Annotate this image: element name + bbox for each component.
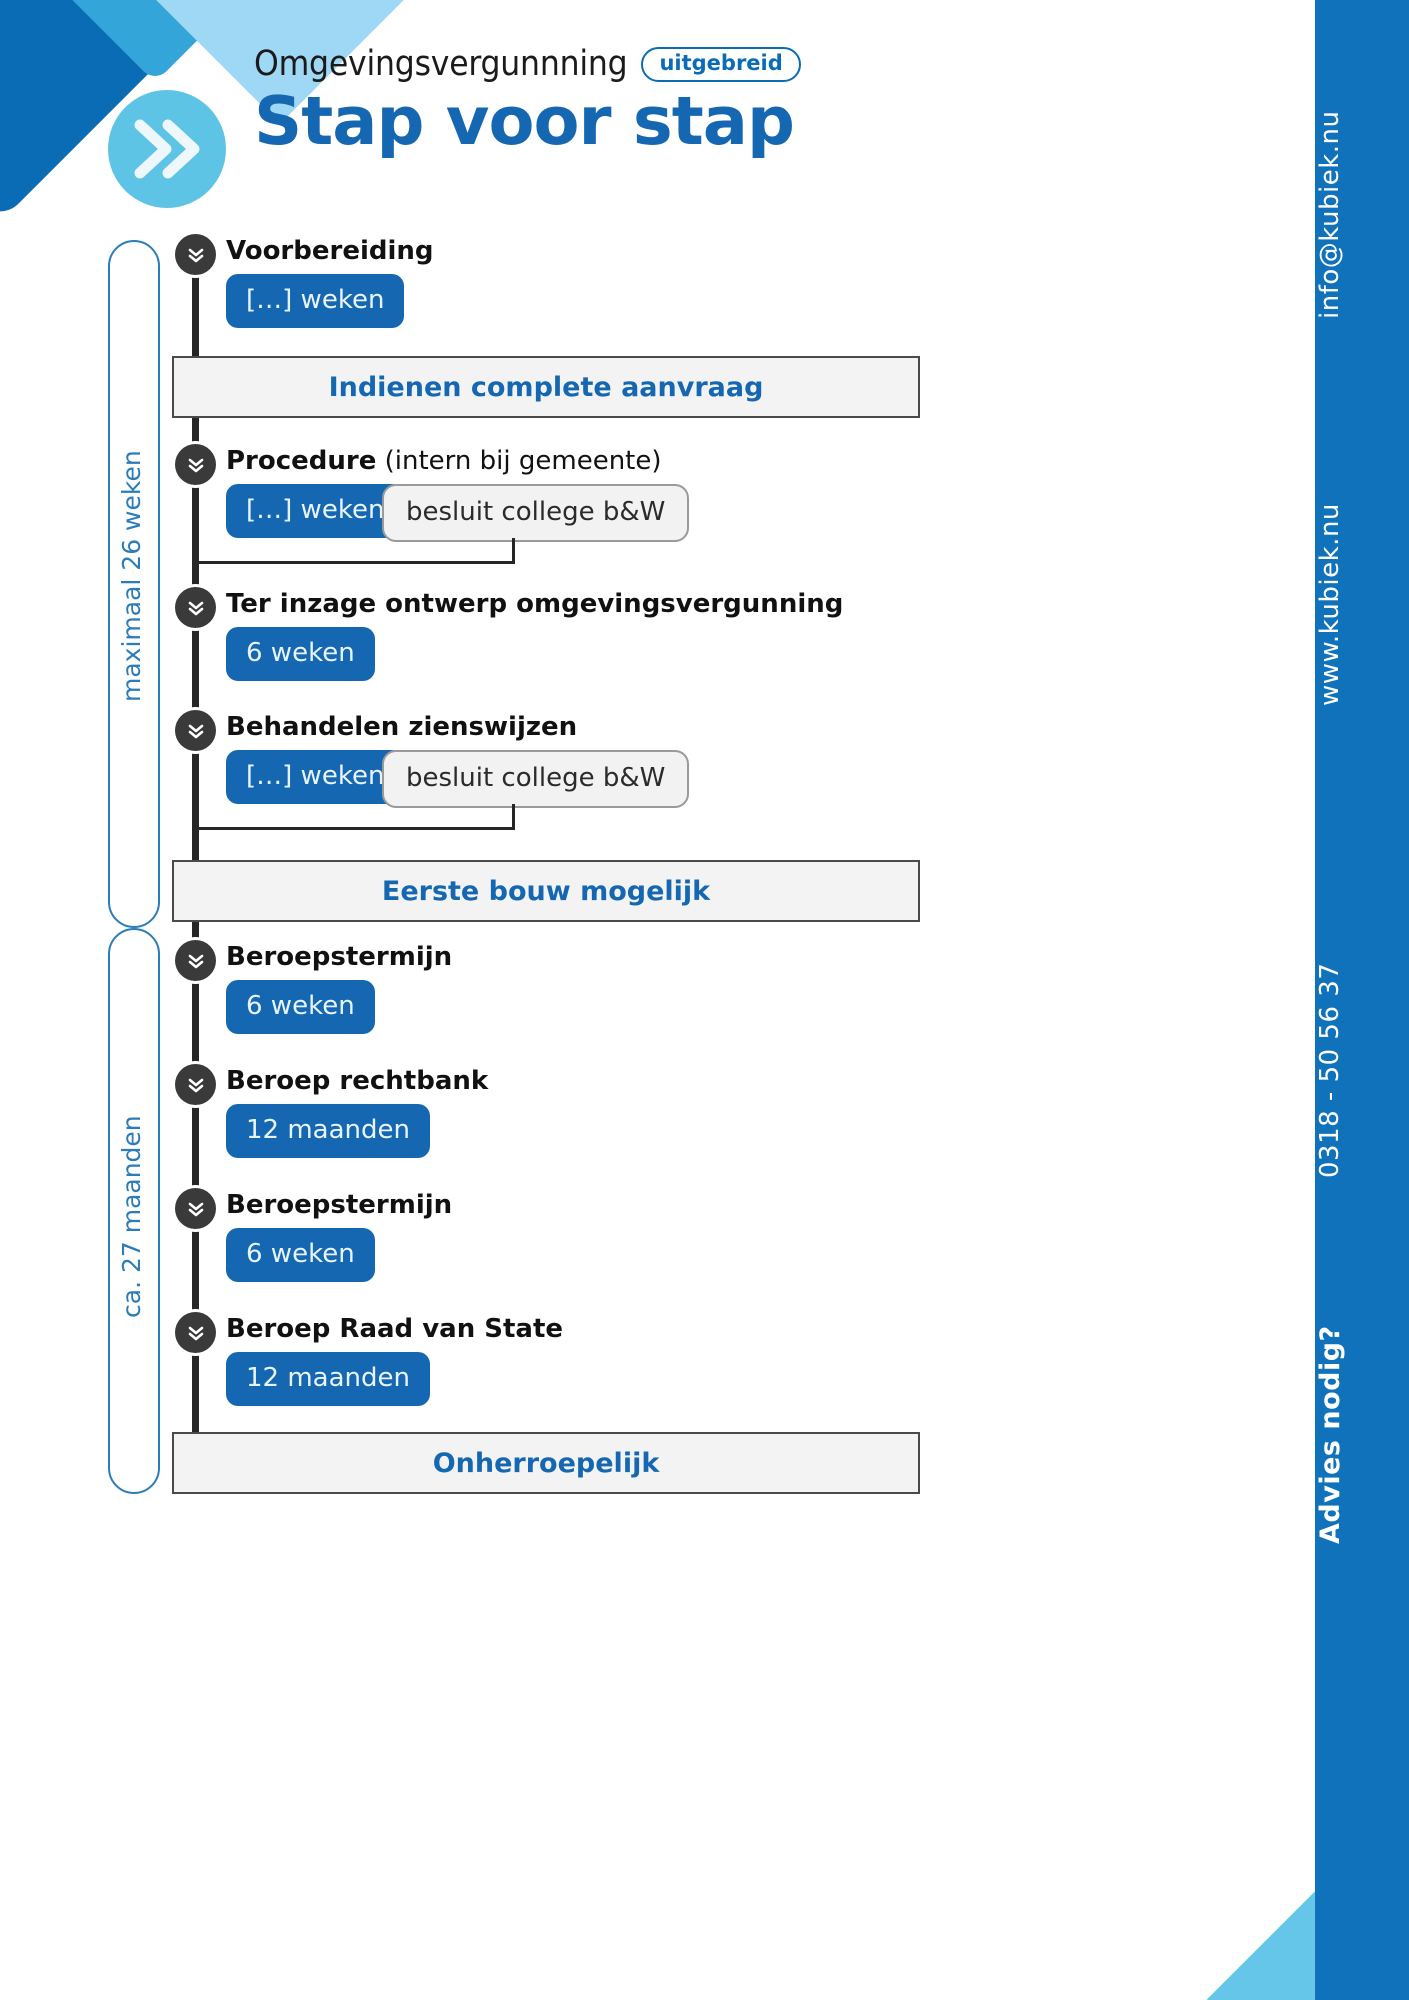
page-header: Omgevingsvergunnning uitgebreid Stap voo… [254, 44, 1054, 156]
step-title-1: Voorbereiding [226, 236, 434, 266]
step-title-8: Beroep Raad van State [226, 1314, 563, 1344]
double-chevron-down-icon [188, 954, 203, 968]
step-title-4: Behandelen zienswijzen [226, 712, 577, 742]
double-chevron-down-icon [188, 248, 203, 262]
step-note-4: besluit college b&W [382, 750, 690, 808]
step-connector-2 [195, 538, 515, 566]
double-chevron-right-icon [130, 117, 204, 181]
sidebar-email[interactable]: info@kubiek.nu [1315, 110, 1345, 320]
step-duration-7: 6 weken [226, 1228, 375, 1282]
milestone-banner-3: Onherroepelijk [172, 1432, 920, 1494]
step-title-7: Beroepstermijn [226, 1190, 452, 1220]
step-title-note-2: (intern bij gemeente) [384, 446, 662, 476]
step-title-main-4: Behandelen zienswijzen [226, 712, 578, 742]
double-chevron-down-icon [188, 1078, 203, 1092]
phase-label-2: ca. 27 maanden [117, 1115, 146, 1318]
step-duration-1: […] weken [226, 274, 405, 328]
milestone-banner-1: Indienen complete aanvraag [172, 356, 920, 418]
step-duration-2: […] weken [226, 484, 405, 538]
step-marker-8 [175, 1312, 216, 1353]
double-chevron-down-icon [188, 458, 203, 472]
logo-badge [108, 90, 226, 208]
header-line-1: Omgevingsvergunnning uitgebreid [254, 44, 1054, 84]
sidebar-website[interactable]: www.kubiek.nu [1315, 503, 1345, 707]
step-marker-6 [175, 1064, 216, 1105]
step-marker-3 [175, 587, 216, 628]
step-duration-5: 6 weken [226, 980, 375, 1034]
step-marker-1 [175, 234, 216, 275]
sidebar-advies-label: Advies nodig? [1315, 1325, 1346, 1545]
step-marker-2 [175, 444, 216, 485]
step-title-main-2: Procedure [226, 446, 377, 476]
step-duration-3: 6 weken [226, 627, 375, 681]
double-chevron-down-icon [188, 1326, 203, 1340]
step-title-main-1: Voorbereiding [226, 236, 434, 266]
step-marker-5 [175, 940, 216, 981]
contact-sidebar: info@kubiek.nu www.kubiek.nu 0318 - 50 5… [1315, 0, 1409, 2000]
badge-uitgebreid: uitgebreid [641, 46, 801, 82]
step-title-3: Ter inzage ontwerp omgevingsvergunning [226, 589, 843, 619]
step-title-5: Beroepstermijn [226, 942, 452, 972]
double-chevron-down-icon [188, 1202, 203, 1216]
milestone-banner-2: Eerste bouw mogelijk [172, 860, 920, 922]
phase-label-1: maximaal 26 weken [117, 450, 146, 702]
double-chevron-down-icon [188, 724, 203, 738]
step-connector-4 [195, 804, 515, 832]
sidebar-phone[interactable]: 0318 - 50 56 37 [1315, 962, 1345, 1178]
page-title: Stap voor stap [254, 82, 795, 160]
step-title-6: Beroep rechtbank [226, 1066, 488, 1096]
step-duration-8: 12 maanden [226, 1352, 430, 1406]
step-duration-4: […] weken [226, 750, 405, 804]
process-timeline: maximaal 26 weken ca. 27 maanden Voorber… [108, 234, 920, 1494]
timeline-spine-upper [192, 248, 199, 1463]
step-title-main-8: Beroep Raad van State [226, 1314, 564, 1344]
phase-bracket-1 [108, 240, 160, 928]
step-title-main-5: Beroepstermijn [226, 942, 453, 972]
step-title-2: Procedure (intern bij gemeente) [226, 446, 662, 476]
step-marker-4 [175, 710, 216, 751]
step-duration-6: 12 maanden [226, 1104, 430, 1158]
step-title-main-7: Beroepstermijn [226, 1190, 453, 1220]
step-marker-7 [175, 1188, 216, 1229]
step-title-main-6: Beroep rechtbank [226, 1066, 489, 1096]
phase-bracket-2 [108, 928, 160, 1494]
double-chevron-down-icon [188, 601, 203, 615]
step-note-2: besluit college b&W [382, 484, 690, 542]
header-subtitle: Omgevingsvergunnning [254, 44, 628, 84]
step-title-main-3: Ter inzage ontwerp omgevingsvergunning [226, 589, 844, 619]
